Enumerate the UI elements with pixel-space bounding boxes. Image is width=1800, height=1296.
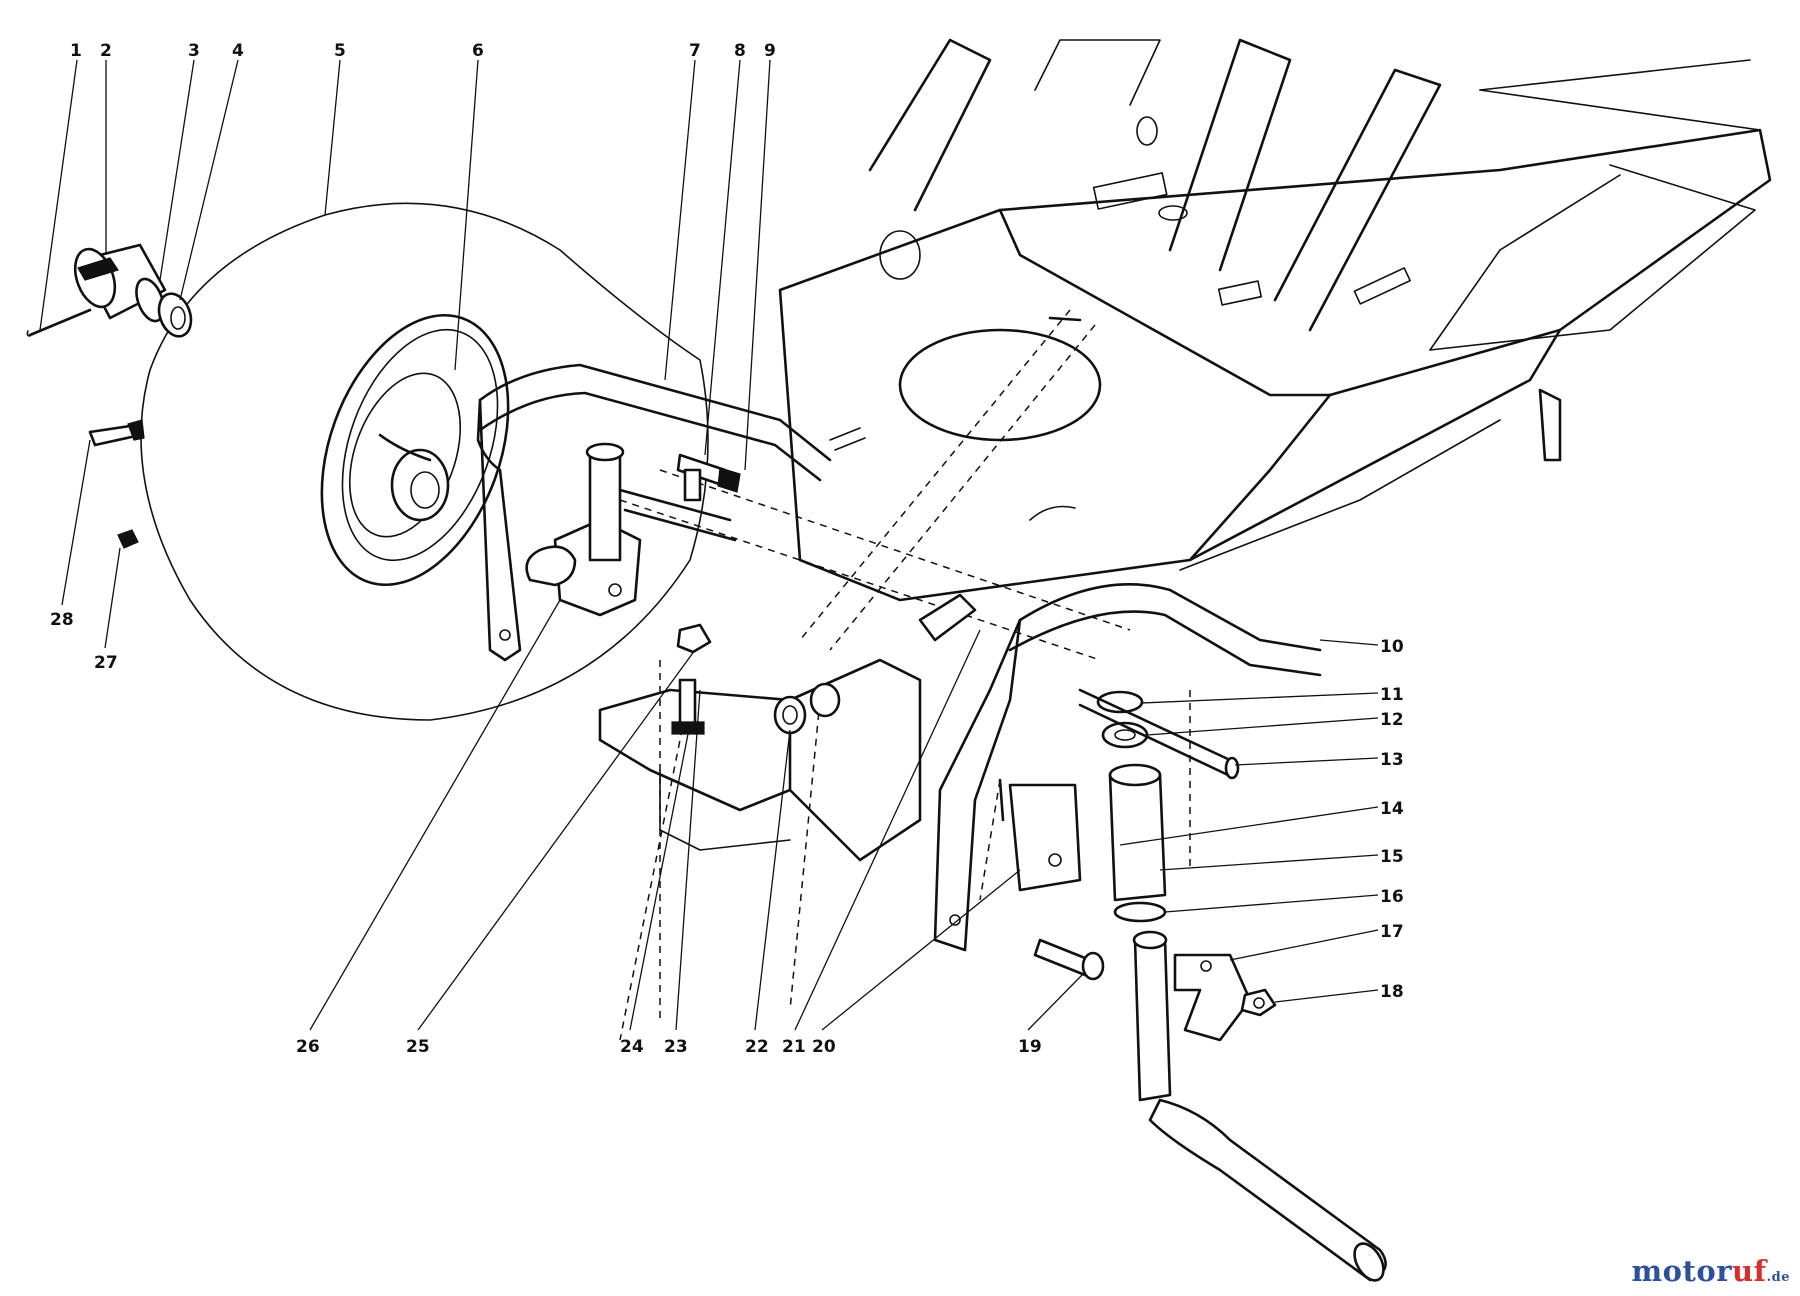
part-label: 2 — [100, 41, 112, 61]
assembly-guide-lines — [619, 309, 1191, 1041]
part-label: 21 — [782, 1037, 806, 1057]
part-label: 5 — [334, 41, 346, 61]
part-label: 16 — [1380, 887, 1404, 907]
part-label: 23 — [664, 1037, 688, 1057]
watermark-tld: .de — [1766, 1270, 1790, 1285]
wheel-assembly-left — [140, 202, 737, 721]
part-label: 18 — [1380, 982, 1404, 1002]
part-label: 7 — [689, 41, 701, 61]
part-label: 10 — [1380, 637, 1404, 657]
part-label: 19 — [1018, 1037, 1042, 1057]
part-label: 27 — [94, 653, 118, 673]
part-label: 13 — [1380, 750, 1404, 770]
part-label: 4 — [232, 41, 244, 61]
part-label: 1 — [70, 41, 82, 61]
part-label: 14 — [1380, 799, 1404, 819]
part-label: 28 — [50, 610, 74, 630]
part-label: 12 — [1380, 710, 1404, 730]
part-label: 8 — [734, 41, 746, 61]
part-label: 11 — [1380, 685, 1404, 705]
hardware-parts — [671, 316, 1387, 1282]
part-label: 25 — [406, 1037, 430, 1057]
watermark-logo: motoruf.de — [1632, 1254, 1791, 1288]
leader-lines — [39, 59, 1379, 1031]
watermark-suffix: uf — [1732, 1254, 1767, 1288]
part-label: 9 — [764, 41, 776, 61]
part-label: 22 — [745, 1037, 769, 1057]
part-number-labels: 1 2 3 4 5 6 7 8 9 10 11 12 13 14 15 16 1… — [50, 41, 1404, 1057]
part-label: 15 — [1380, 847, 1404, 867]
part-label: 3 — [188, 41, 200, 61]
tractor-frame — [598, 38, 1772, 862]
hub-cap-parts — [26, 243, 193, 549]
part-label: 6 — [472, 41, 484, 61]
part-label: 20 — [812, 1037, 836, 1057]
part-label: 26 — [296, 1037, 320, 1057]
front-axle-bars — [476, 363, 1322, 952]
watermark-prefix: motor — [1631, 1254, 1733, 1288]
part-label: 24 — [620, 1037, 644, 1057]
part-label: 17 — [1380, 922, 1404, 942]
